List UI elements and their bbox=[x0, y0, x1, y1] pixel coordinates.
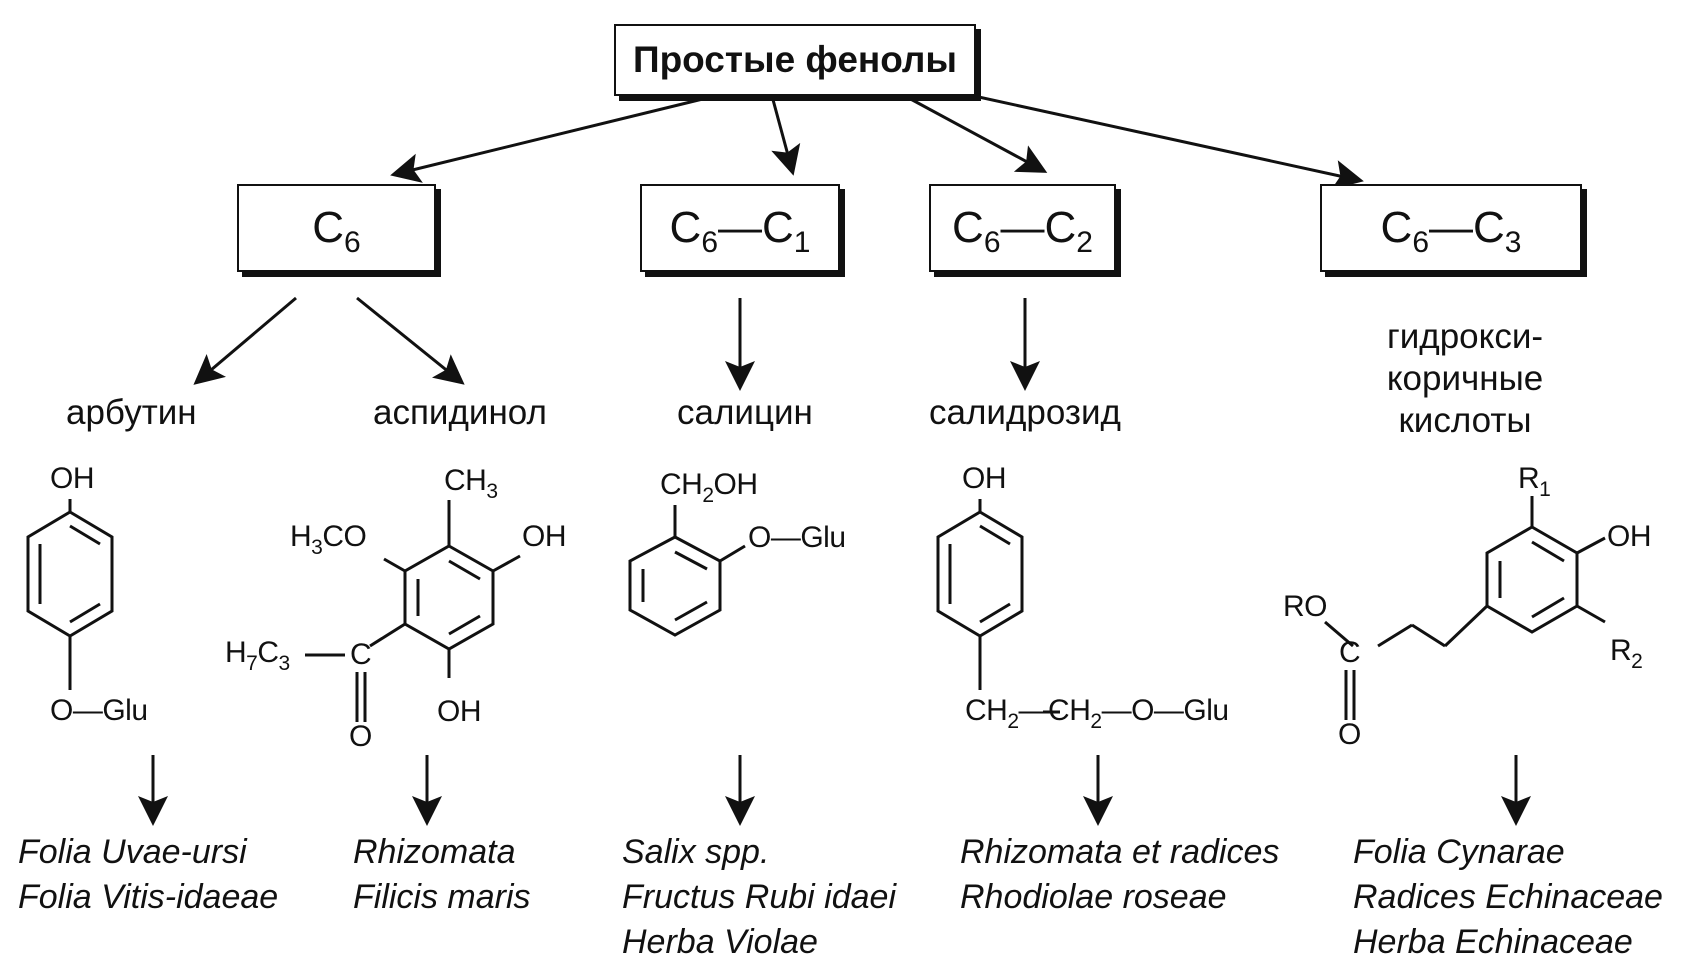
hydroxycinnamic-c-label: C bbox=[1339, 636, 1361, 669]
source-line: Herba Echinaceae bbox=[1353, 923, 1633, 961]
hydroxycinnamic-r2-label: R2 bbox=[1610, 634, 1643, 673]
compound-salicin: салицин bbox=[677, 393, 813, 432]
hydroxycinnamic-r1-label: R1 bbox=[1518, 462, 1551, 501]
hydroxycinnamic-ring bbox=[1324, 496, 1606, 720]
compound-name-line: гидрокси- bbox=[1386, 317, 1544, 356]
category-label: C6—C3 bbox=[1380, 203, 1522, 259]
source-line: Rhizomata et radices bbox=[960, 833, 1280, 871]
category-c6-c1: C6—C1 bbox=[640, 184, 840, 272]
source-line: Rhodiolae roseae bbox=[960, 878, 1227, 916]
aspidinol-h3co-label: H3CO bbox=[290, 520, 367, 559]
salicin-ring bbox=[628, 505, 746, 637]
source-line: Herba Violae bbox=[622, 923, 818, 961]
source-line: Folia Cynarae bbox=[1353, 833, 1565, 871]
source-salidroside: Rhizomata et radices Rhodiolae roseae bbox=[960, 830, 1279, 920]
category-c6-c2: C6—C2 bbox=[929, 184, 1116, 272]
aspidinol-oh-top-label: OH bbox=[522, 520, 567, 553]
compound-name-line: коричные bbox=[1386, 359, 1544, 398]
category-label: C6—C2 bbox=[952, 203, 1093, 259]
category-label: C6 bbox=[312, 203, 361, 259]
compound-aspidinol: аспидинол bbox=[373, 393, 547, 432]
root-box: Простые фенолы bbox=[614, 24, 976, 96]
compound-arbutin: арбутин bbox=[66, 393, 197, 432]
root-label: Простые фенолы bbox=[632, 39, 958, 80]
arrow-root-c6 bbox=[390, 94, 716, 183]
category-c6-c3: C6—C3 bbox=[1320, 184, 1582, 272]
aspidinol-c-label: C bbox=[350, 638, 372, 671]
aspidinol-ch3-label: CH3 bbox=[444, 464, 498, 503]
source-aspidinol: Rhizomata Filicis maris bbox=[353, 830, 531, 920]
hydroxycinnamic-oh-label: OH bbox=[1607, 520, 1652, 553]
source-line: Salix spp. bbox=[622, 833, 770, 871]
arbutin-oh-label: OH bbox=[50, 462, 95, 495]
salidroside-chain-label: CH2—CH2—O—Glu bbox=[965, 694, 1229, 733]
source-hydroxycinnamic: Folia Cynarae Radices Echinaceae Herba E… bbox=[1353, 830, 1663, 965]
aspidinol-oh-bottom-label: OH bbox=[437, 695, 482, 728]
source-line: Folia Uvae-ursi bbox=[18, 833, 247, 871]
compound-salidroside: салидрозид bbox=[929, 393, 1121, 432]
source-line: Folia Vitis-idaeae bbox=[18, 878, 279, 916]
source-line: Rhizomata bbox=[353, 833, 516, 871]
hydroxycinnamic-o-label: O bbox=[1338, 718, 1361, 751]
compound-name-line: кислоты bbox=[1398, 401, 1532, 440]
hydroxycinnamic-ro-label: RO bbox=[1283, 590, 1328, 623]
category-label: C6—C1 bbox=[669, 203, 811, 259]
aspidinol-o-label: O bbox=[349, 720, 372, 753]
compound-hydroxycinnamic-acids: гидрокси- коричные кислоты bbox=[1365, 316, 1565, 442]
aspidinol-h7c3-label: H7C3 bbox=[225, 636, 290, 675]
arrow-root-c6c1 bbox=[770, 95, 801, 176]
arrow-c6-aspidinol bbox=[356, 296, 465, 385]
salicin-ch2oh-label: CH2OH bbox=[660, 468, 758, 507]
source-line: Fructus Rubi idaei bbox=[622, 878, 897, 916]
arrow-root-c6c2 bbox=[904, 94, 1048, 173]
arbutin-ring bbox=[26, 499, 114, 690]
aspidinol-ring bbox=[305, 500, 521, 722]
salicin-oglu-label: O—Glu bbox=[748, 521, 846, 554]
source-line: Radices Echinaceae bbox=[1353, 878, 1663, 916]
source-line: Filicis maris bbox=[353, 878, 531, 916]
arrow-root-c6c3 bbox=[964, 92, 1364, 190]
source-salicin: Salix spp. Fructus Rubi idaei Herba Viol… bbox=[622, 830, 896, 965]
source-arbutin: Folia Uvae-ursi Folia Vitis-idaeae bbox=[18, 830, 278, 920]
salidroside-oh-label: OH bbox=[962, 462, 1007, 495]
arrow-c6-arbutin bbox=[193, 296, 297, 385]
salidroside-ring bbox=[936, 499, 1024, 690]
arbutin-oglu-label: O—Glu bbox=[50, 694, 148, 727]
category-c6: C6 bbox=[237, 184, 436, 272]
